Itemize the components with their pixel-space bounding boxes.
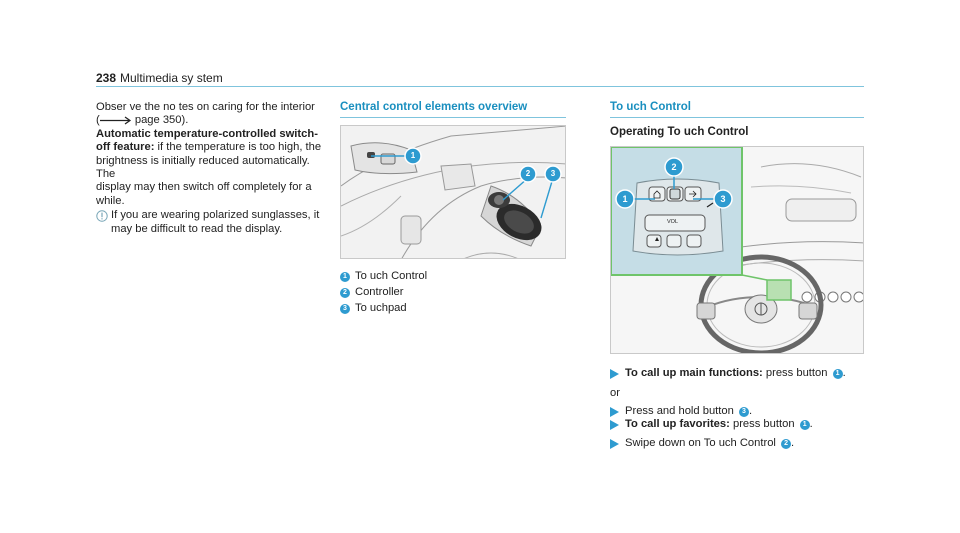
button-ref-3: 3 [738, 407, 749, 417]
care-note-line: Obser ve the no tes on caring for the in… [96, 101, 315, 113]
step-main-functions: To call up main functions: press button … [610, 367, 864, 381]
operating-touch-control-subheading: Operating To uch Control [610, 126, 749, 138]
step-arrow-icon [610, 420, 619, 430]
step-swipe-down: Swipe down on To uch Control 2. [610, 437, 864, 451]
sunglasses-note: If you are wearing polarized sunglasses,… [96, 209, 328, 236]
left-column: Obser ve the no tes on caring for the in… [96, 101, 328, 236]
touch-control-heading: To uch Control [610, 101, 691, 113]
section-title: Multimedia sy stem [120, 71, 223, 85]
heading-rule [610, 117, 864, 118]
console-drawing [341, 126, 565, 258]
link-arrow-icon [99, 116, 131, 125]
button-ref-1: 1 [832, 369, 843, 379]
console-illustration: 1 2 3 [340, 125, 566, 259]
step-favorites: To call up favorites: press button 1. [610, 418, 864, 432]
callout-3-label: 3 [550, 169, 556, 178]
step-arrow-icon [610, 439, 619, 449]
feature-body-line: brightness is initially reduced automati… [96, 154, 310, 181]
feature-body-line: display may then switch off completely f… [96, 181, 312, 194]
feature-body-line: while. [96, 194, 125, 207]
vol-label: VOL [667, 219, 679, 225]
page-number: 238 [96, 71, 117, 85]
info-icon [96, 210, 108, 222]
steering-wheel-drawing [611, 147, 863, 353]
callout-2-label: 2 [525, 169, 531, 178]
or-separator: or [610, 387, 620, 399]
inset-callout-3: 3 [720, 194, 726, 204]
page-reference[interactable]: ( page 350). [96, 114, 189, 127]
step-arrow-icon [610, 369, 619, 379]
step-arrow-icon [610, 407, 619, 417]
button-ref-2: 2 [781, 439, 792, 449]
central-controls-heading: Central control elements overview [340, 101, 528, 113]
button-ref-1: 1 [799, 420, 810, 430]
steering-wheel-illustration: VOL 1 2 3 [610, 146, 864, 354]
callout-lines [371, 147, 562, 219]
feature-body: off feature: if the temperature is too h… [96, 141, 322, 154]
step-press-hold: Press and hold button 3. [610, 405, 864, 419]
header-rule [96, 86, 864, 87]
inset-callout-2: 2 [671, 162, 677, 172]
heading-rule [340, 117, 566, 118]
inset-callout-1: 1 [622, 194, 628, 204]
callout-1-label: 1 [410, 151, 416, 160]
feature-heading: Automatic temperature-controlled switch- [96, 127, 318, 140]
